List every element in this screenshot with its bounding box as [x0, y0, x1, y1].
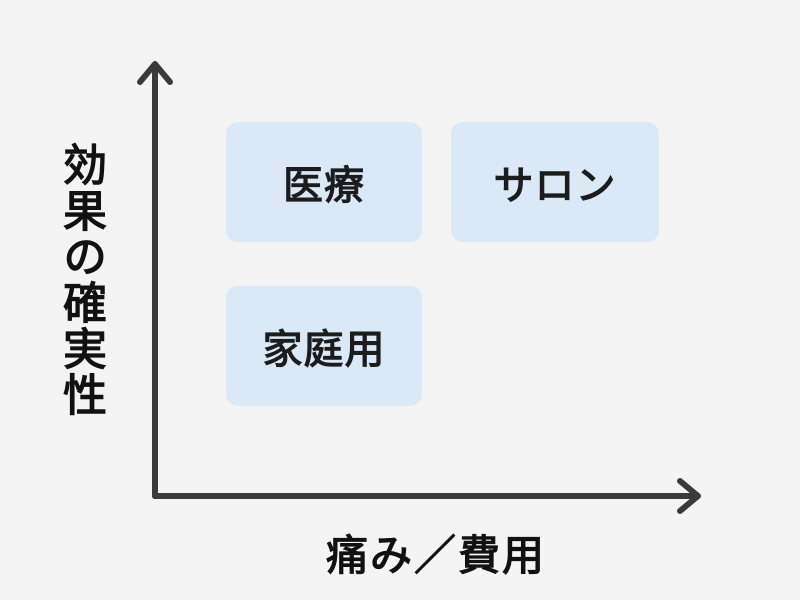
- x-axis-label: 痛み／費用: [296, 522, 576, 583]
- y-axis-label-text: 効果の確実性: [55, 142, 106, 418]
- quadrant-medical: 医療: [226, 122, 422, 242]
- x-axis-arrowhead: [677, 478, 701, 514]
- x-axis-label-text: 痛み／費用: [325, 531, 546, 580]
- y-axis: [137, 61, 173, 499]
- x-axis: [152, 478, 701, 514]
- quadrant-home: 家庭用: [226, 286, 422, 406]
- quadrant-salon-label: サロン: [493, 163, 617, 209]
- y-axis-arrowhead: [137, 61, 173, 85]
- quadrant-salon: サロン: [451, 122, 659, 242]
- y-axis-label: 効果の確実性: [52, 142, 108, 418]
- quadrant-home-label: 家庭用: [262, 327, 386, 373]
- quadrant-medical-label: 医療: [283, 163, 365, 209]
